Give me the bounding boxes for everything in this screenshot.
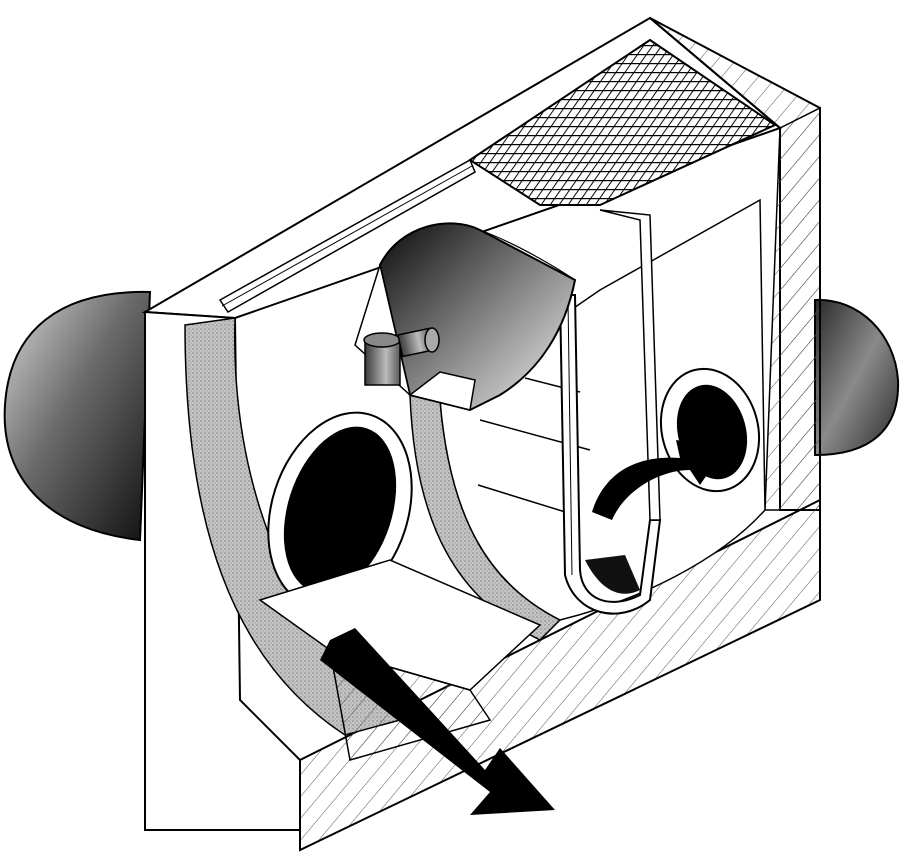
left-pipe [3, 290, 152, 542]
inner-back-wall [439, 198, 766, 621]
arrow-down-right-icon [320, 628, 555, 815]
arrow-curved-right-icon [592, 440, 725, 520]
drum-hood [354, 222, 577, 412]
right-pipe [814, 298, 900, 457]
outlet-opening [267, 411, 413, 609]
baffle-plate [558, 209, 662, 615]
grate [468, 38, 778, 206]
valve [363, 327, 440, 386]
top-rail [218, 158, 476, 313]
sump [585, 555, 640, 594]
